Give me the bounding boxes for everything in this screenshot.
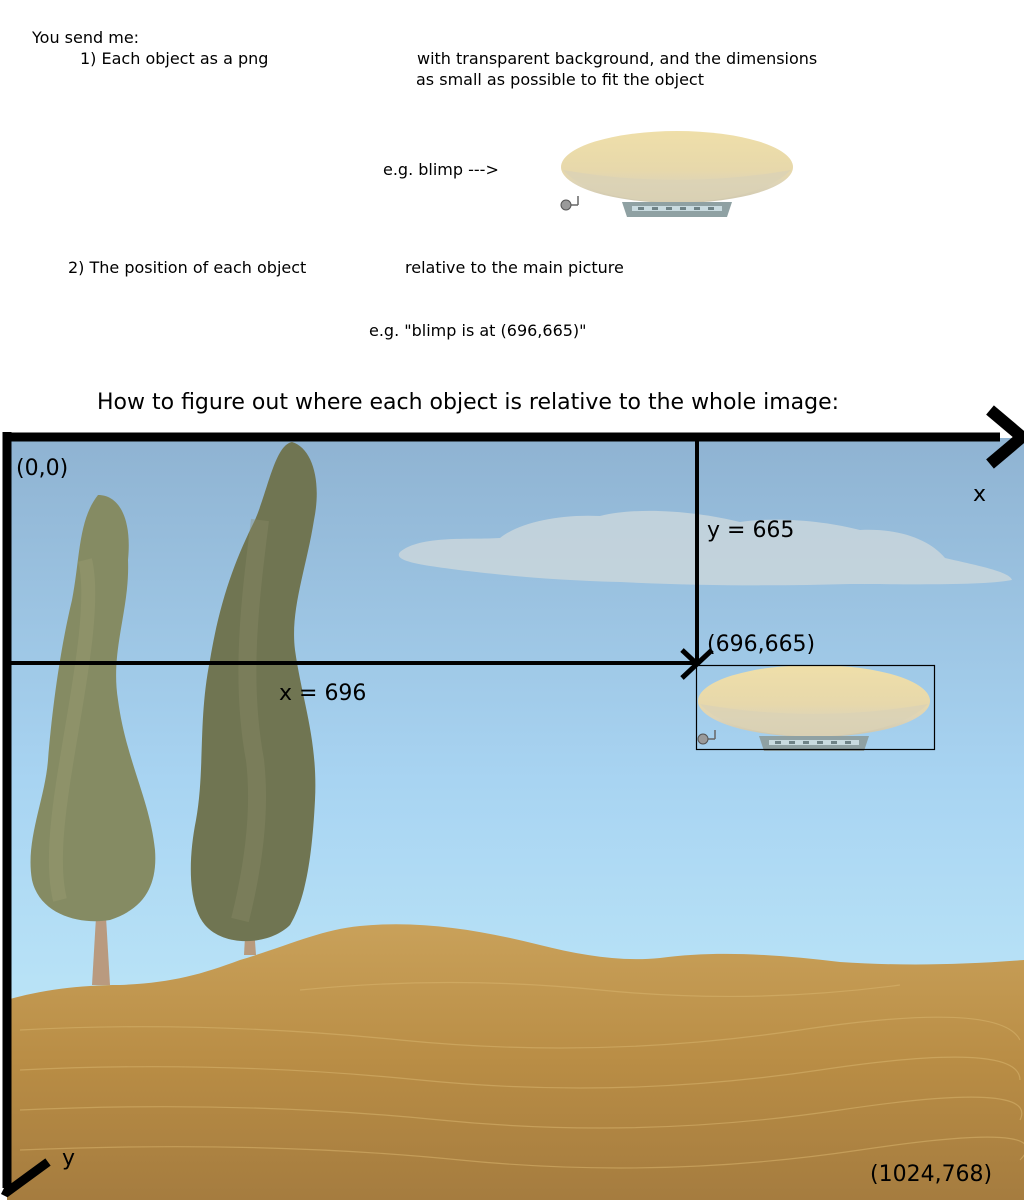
example1-text: e.g. blimp ---> xyxy=(383,160,499,179)
x-axis-label: x xyxy=(973,482,987,507)
origin-label: (0,0) xyxy=(16,456,69,481)
cloud xyxy=(398,510,1012,586)
item2-text: 2) The position of each object xyxy=(68,258,307,277)
y-measure-label: y = 665 xyxy=(707,518,795,543)
item2-detail: relative to the main picture xyxy=(405,258,624,277)
item1-text: 1) Each object as a png xyxy=(80,49,269,68)
left-tree xyxy=(30,495,156,985)
blimp-bounding-box xyxy=(695,664,936,751)
x-axis-arrowhead xyxy=(986,405,1024,469)
field xyxy=(7,924,1024,1200)
grass-texture xyxy=(19,981,1024,1169)
item1-detail-line1: with transparent background, and the dim… xyxy=(417,49,818,68)
item1-detail-line2: as small as possible to fit the object xyxy=(416,70,704,89)
right-tree xyxy=(190,442,317,955)
x-measure-label: x = 696 xyxy=(279,681,367,706)
corner-label: (1024,768) xyxy=(870,1162,993,1187)
intro-text: You send me: xyxy=(32,28,140,47)
y-axis-label: y xyxy=(62,1146,76,1171)
diagram-heading: How to figure out where each object is r… xyxy=(97,390,840,415)
y-axis-arrowhead xyxy=(0,1158,51,1198)
blimp-icon xyxy=(560,130,794,218)
point-label: (696,665) xyxy=(707,632,816,657)
point-arrow xyxy=(680,648,714,680)
example2-text: e.g. "blimp is at (696,665)" xyxy=(369,321,587,340)
